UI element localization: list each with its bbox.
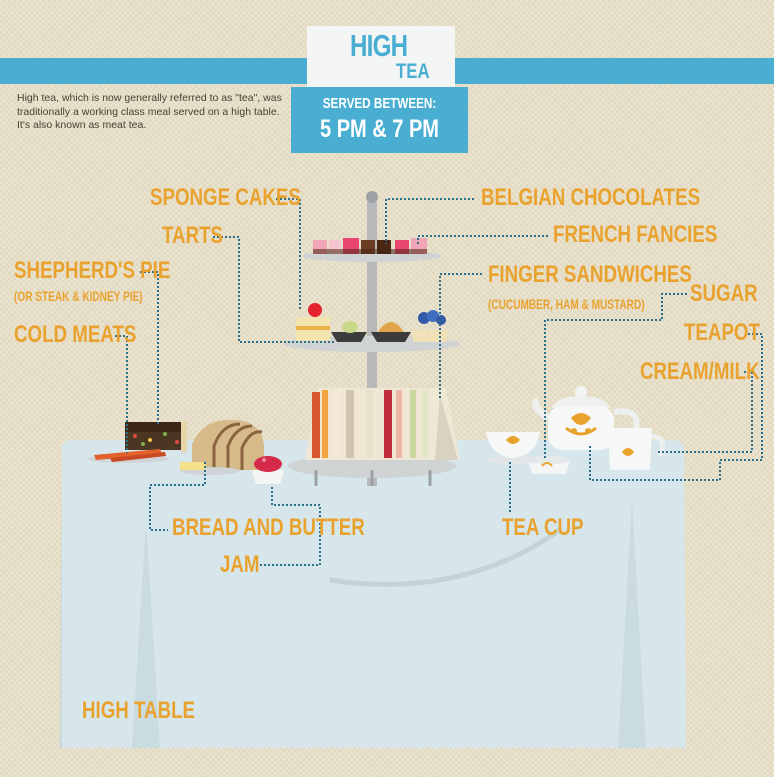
belgian-chocolates	[313, 240, 427, 254]
leader-teapot	[589, 333, 763, 481]
cold-meats	[88, 449, 168, 463]
label-tarts: TARTS	[162, 222, 224, 249]
leader-bread-butter	[149, 462, 206, 531]
label-cream-milk: CREAM/MILK	[640, 358, 760, 385]
label-french-fancies: FRENCH FANCIES	[553, 221, 718, 248]
leader-cream-milk	[656, 371, 753, 453]
leader-lines	[115, 198, 763, 566]
label-belgian-chocolates: BELGIAN CHOCOLATES	[481, 184, 701, 211]
milk-jug	[608, 428, 666, 470]
label-sponge-cakes: SPONGE CAKES	[150, 184, 301, 211]
label-high-table: HIGH TABLE	[82, 697, 196, 724]
label-jam: JAM	[220, 551, 260, 578]
leader-french-fancies	[417, 235, 548, 244]
sugar-bowl	[528, 456, 570, 474]
leader-jam	[258, 487, 321, 566]
label-sugar: SUGAR	[690, 280, 758, 307]
label-bread-and-butter: BREAD AND BUTTER	[172, 514, 365, 541]
sponge-cake	[296, 303, 330, 341]
leader-belgian-chocolates	[385, 198, 474, 244]
tea-cup	[486, 432, 540, 464]
leader-shepherds-pie	[140, 271, 159, 425]
label-finger-sandwiches: FINGER SANDWICHES	[488, 261, 692, 288]
teapot	[532, 386, 640, 450]
tablecloth	[60, 440, 686, 748]
shepherds-pie	[125, 422, 187, 452]
label-finger-sandwiches-note: (CUCUMBER, HAM & MUSTARD)	[488, 296, 645, 312]
leader-finger-sandwiches	[439, 273, 482, 400]
bread-loaf	[180, 419, 264, 475]
served-between-box: SERVED BETWEEN: 5 PM & 7 PM	[291, 87, 468, 153]
page-title-tea: TEA	[396, 60, 430, 83]
label-tea-cup: TEA CUP	[502, 514, 584, 541]
jam-pot	[252, 456, 284, 484]
label-cold-meats: COLD MEATS	[14, 321, 137, 348]
label-teapot: TEAPOT	[684, 319, 760, 346]
tarts	[331, 310, 447, 342]
leader-cold-meats	[115, 335, 128, 453]
finger-sandwiches	[305, 388, 460, 460]
page-title-high: HIGH	[350, 28, 408, 63]
leader-sponge-cakes	[276, 198, 301, 310]
served-between-time: 5 PM & 7 PM	[320, 115, 439, 143]
leader-sugar	[544, 293, 687, 460]
title-card	[307, 26, 455, 88]
label-shepherds-pie-note: (OR STEAK & KIDNEY PIE)	[14, 288, 143, 304]
served-between-label: SERVED BETWEEN:	[322, 95, 437, 112]
label-shepherds-pie: SHEPHERD'S PIE	[14, 257, 171, 284]
intro-text: High tea, which is now generally referre…	[17, 92, 282, 131]
leader-tarts	[213, 236, 336, 343]
